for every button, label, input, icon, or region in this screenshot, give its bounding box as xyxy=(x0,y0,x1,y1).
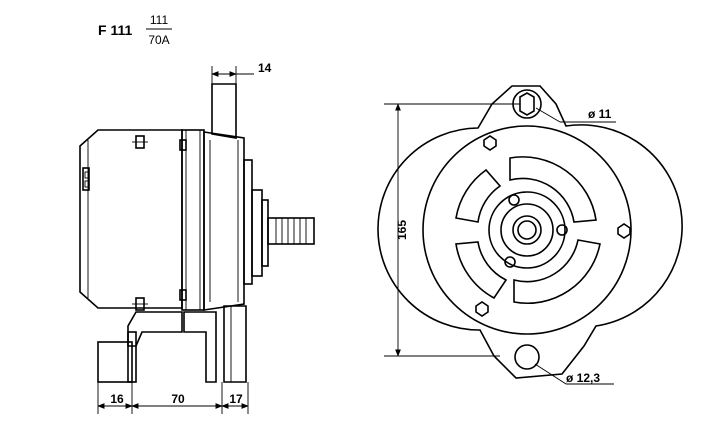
side-view xyxy=(79,83,315,383)
fraction-bottom: 70A xyxy=(148,33,169,47)
fraction-top: 111 xyxy=(150,13,169,27)
dim-bottom-hole: ø 12,3 xyxy=(566,371,600,385)
dim-mount-foot: 17 xyxy=(229,392,243,406)
model-code: F 111 xyxy=(98,22,132,38)
dim-overall-height: 165 xyxy=(395,220,409,240)
front-view xyxy=(377,85,683,379)
dim-mount-offset: 16 xyxy=(110,392,124,406)
front-dimensions: 165 ø 11 ø 12,3 xyxy=(384,103,616,385)
dim-mount-span: 70 xyxy=(171,392,185,406)
dim-top-hole: ø 11 xyxy=(588,107,612,121)
dim-pulley-width: 14 xyxy=(258,61,272,75)
side-dimensions: 14 16 70 17 xyxy=(97,61,272,414)
